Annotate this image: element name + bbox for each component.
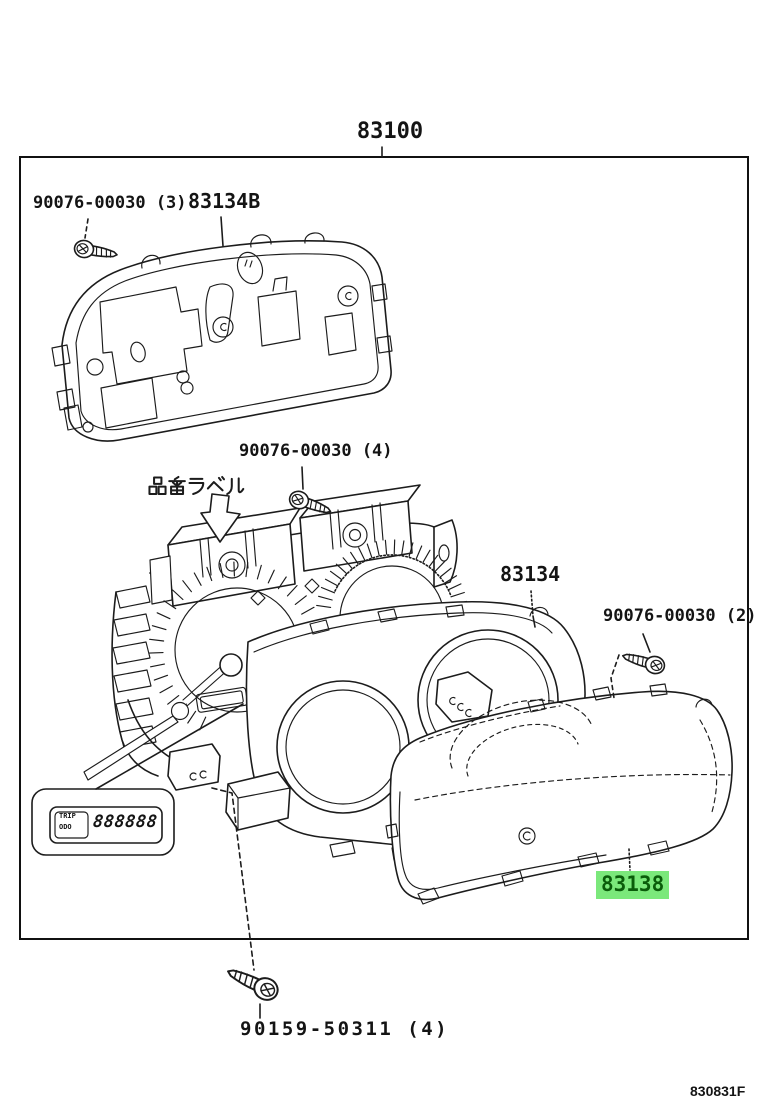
callout-screw-top-middle[interactable]: 90076-00030 (4) [239,441,393,461]
screw-icon [222,960,283,1005]
back-cover-drawing [51,232,393,442]
meter-glass-drawing [385,683,733,905]
callout-meter-glass-highlighted[interactable]: 83138 [596,871,670,900]
odometer-digits: 888888 [91,812,159,832]
meter-assembly-drawing [83,484,468,781]
ja-part-label-text-glyphs [148,475,245,496]
odometer-trip-label: TRIP [59,812,76,820]
odometer-inset-drawing [31,788,175,856]
assembly-number-callout[interactable]: 83100 [356,119,424,144]
callout-back-cover[interactable]: 83134B [188,189,261,213]
diagram-border [19,156,749,940]
screw-icon [619,646,668,677]
callout-screw-top-left[interactable]: 90076-00030 (3) [33,193,187,213]
callout-part-number-sticker-note: 品番ラベル [148,474,248,498]
meter-mounting-tabs-drawing [167,743,291,831]
screw-icon [72,238,120,264]
leader-lines [84,216,651,1019]
down-arrow-icon [200,493,241,543]
figure-code: 830831F [690,1083,746,1099]
odometer-odo-label: ODO [59,823,72,831]
callout-screw-right[interactable]: 90076-00030 (2) [603,606,757,626]
callout-screw-bottom[interactable]: 90159-50311 (4) [240,1018,450,1040]
callout-meter-case[interactable]: 83134 [500,562,561,586]
